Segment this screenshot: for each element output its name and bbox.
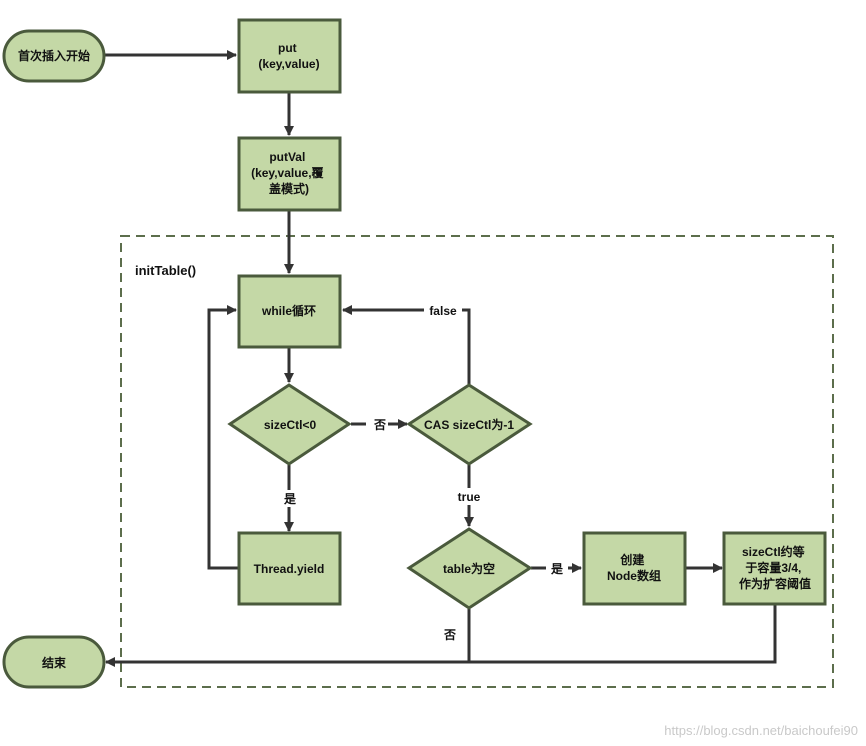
- node-threshold-line-2: 于容量3/4,: [745, 560, 801, 575]
- edge-yield-loop-to-while: [207, 305, 238, 570]
- node-table-label: table为空: [443, 561, 495, 576]
- node-putval-line-1: putVal: [269, 150, 305, 164]
- node-while-label: while循环: [261, 303, 316, 318]
- node-put-line-1: put: [278, 41, 297, 55]
- node-start: 首次插入开始: [2, 29, 106, 83]
- node-threshold: sizeCtl约等 于容量3/4, 作为扩容阈值: [722, 531, 827, 606]
- node-putval-line-3: 盖模式): [269, 181, 309, 196]
- node-put: put (key,value): [237, 18, 342, 94]
- svg-text:创建 Node数组: 创建 Node数组: [607, 552, 661, 583]
- node-start-label: 首次插入开始: [18, 48, 90, 63]
- node-putval-line-2: (key,value,覆: [251, 166, 324, 180]
- node-yield-label: Thread.yield: [254, 562, 325, 576]
- node-create-line-2: Node数组: [607, 568, 661, 583]
- edge-label-yes-table: 是: [550, 562, 564, 576]
- node-table-empty: table为空: [406, 527, 533, 610]
- watermark: https://blog.csdn.net/baichoufei90: [664, 723, 858, 738]
- inittable-group-label: initTable(): [135, 263, 196, 278]
- edge-label-false-cas: false: [429, 304, 457, 318]
- edge-threshold-to-end: [105, 605, 777, 667]
- node-create-array: 创建 Node数组: [582, 531, 687, 606]
- edge-label-no-sizectl: 否: [373, 418, 386, 432]
- node-end: 结束: [2, 635, 106, 689]
- node-sizectl-check: sizeCtl<0: [227, 383, 352, 466]
- node-threshold-line-3: 作为扩容阈值: [739, 576, 811, 591]
- node-put-line-2: (key,value): [258, 57, 319, 71]
- edge-cas-false-to-while: [342, 305, 471, 384]
- edge-label-true-cas: true: [458, 490, 481, 504]
- svg-text:sizeCtl约等 于容量3/4,: sizeCtl约等 于容量3/4, 作为扩容阈值: [739, 544, 811, 591]
- node-create-line-1: 创建: [619, 552, 645, 567]
- svg-text:put (key,value): put (key,value): [258, 41, 319, 71]
- node-while-loop: while循环: [237, 274, 342, 349]
- svg-text:putVal (key,value,覆: putVal (key,value,覆 盖模式): [251, 150, 327, 196]
- edge-label-no-table: 否: [443, 628, 456, 642]
- node-cas: CAS sizeCtl为-1: [406, 383, 533, 466]
- node-threshold-line-1: sizeCtl约等: [742, 544, 805, 559]
- edge-label-yes-sizectl: 是: [283, 492, 297, 506]
- node-thread-yield: Thread.yield: [237, 531, 342, 606]
- node-sizectl-label: sizeCtl<0: [264, 418, 317, 432]
- node-putval: putVal (key,value,覆 盖模式): [237, 136, 342, 212]
- node-cas-label: CAS sizeCtl为-1: [424, 417, 514, 432]
- inittable-group-boundary: [120, 235, 834, 688]
- node-end-label: 结束: [42, 655, 67, 670]
